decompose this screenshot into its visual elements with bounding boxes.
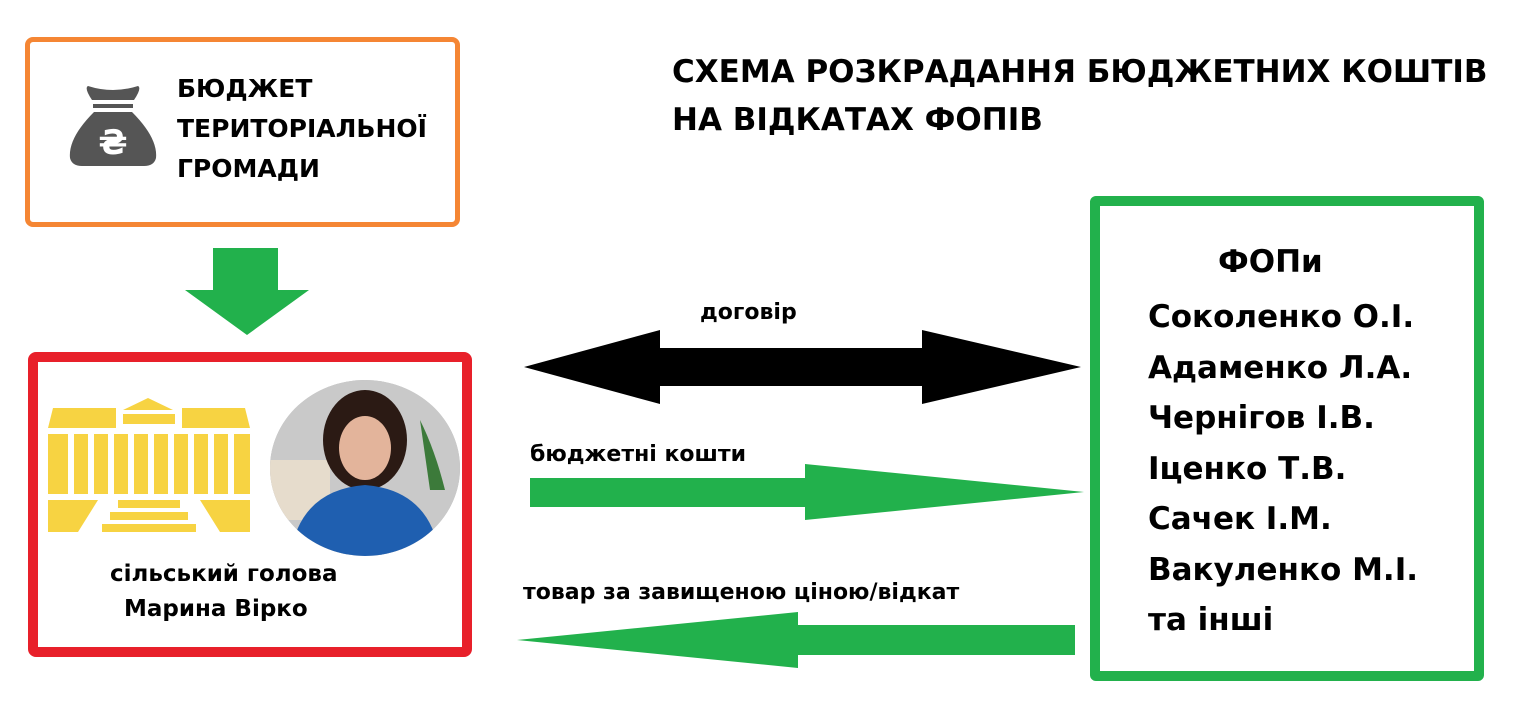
budget-line-1: БЮДЖЕТ [177, 74, 313, 103]
down-arrow [185, 248, 309, 335]
fop-item: Соколенко О.І. [1148, 299, 1415, 335]
fop-item: Сачек І.М. [1148, 501, 1332, 537]
fop-list: Соколенко О.І. Адаменко Л.А. Чернігов І.… [1148, 292, 1418, 646]
fop-box [1090, 196, 1484, 681]
title-line-2: НА ВІДКАТАХ ФОПІВ [672, 102, 1043, 138]
budget-funds-arrow [530, 464, 1084, 520]
fop-heading: ФОПи [1218, 244, 1323, 280]
budget-label: БЮДЖЕТ ТЕРИТОРІАЛЬНОЇ ГРОМАДИ [177, 69, 427, 189]
contract-double-arrow [524, 330, 1081, 404]
goods-kickback-label: товар за завищеною ціною/відкат [523, 580, 960, 605]
diagram-title: СХЕМА РОЗКРАДАННЯ БЮДЖЕТНИХ КОШТІВ НА ВІ… [672, 48, 1488, 144]
budget-line-2: ТЕРИТОРІАЛЬНОЇ [177, 114, 427, 143]
fop-item: Чернігов І.В. [1148, 400, 1375, 436]
community-budget-box [25, 37, 460, 227]
village-head-name: Марина Вірко [124, 596, 308, 622]
contract-label: договір [700, 300, 797, 325]
fop-item: та інші [1148, 602, 1274, 638]
fop-item: Вакуленко М.І. [1148, 551, 1419, 588]
budget-line-3: ГРОМАДИ [177, 154, 320, 183]
svg-text:₴: ₴ [98, 123, 127, 163]
village-head-photo [270, 380, 460, 556]
village-head-role: сільський голова [110, 561, 338, 587]
title-line-1: СХЕМА РОЗКРАДАННЯ БЮДЖЕТНИХ КОШТІВ [672, 54, 1488, 90]
building-icon [48, 398, 250, 532]
fop-item: Адаменко Л.А. [1148, 349, 1413, 386]
village-head-box [28, 352, 472, 657]
budget-funds-label: бюджетні кошти [530, 442, 747, 467]
fop-item: Іценко Т.В. [1148, 450, 1347, 487]
money-bag-hryvnia-icon: ₴ [69, 86, 157, 166]
goods-kickback-arrow [517, 612, 1075, 668]
